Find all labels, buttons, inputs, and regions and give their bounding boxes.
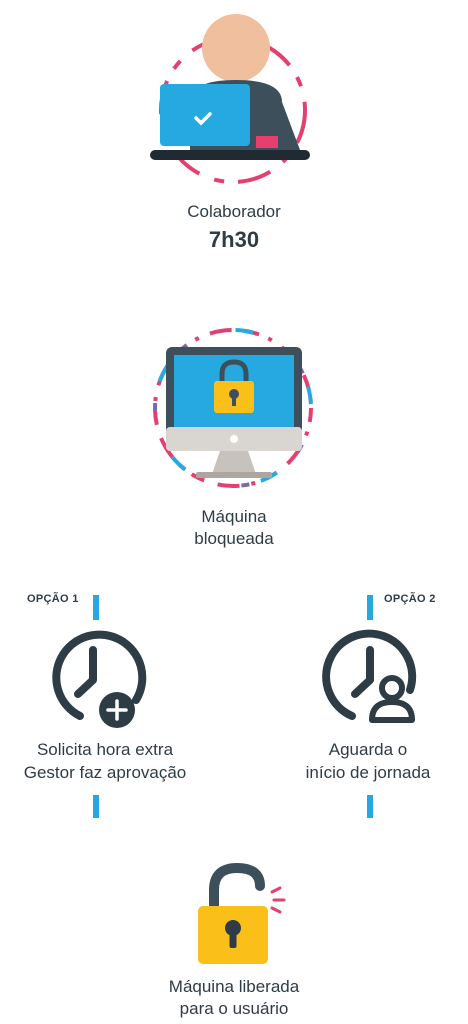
worker-time: 7h30 <box>208 227 260 252</box>
connector-branch-split <box>93 556 373 620</box>
option1-line2: Gestor faz aprovação <box>23 763 187 782</box>
released-line1: Máquina liberada <box>168 977 300 996</box>
monitor-lock-icon <box>153 328 313 488</box>
option1-tag: OPÇÃO 1 <box>27 593 79 605</box>
clock-user-icon <box>322 629 417 723</box>
option2-tag: OPÇÃO 2 <box>384 593 436 605</box>
locked-line2: bloqueada <box>194 529 274 548</box>
worker-laptop-icon <box>150 14 310 184</box>
clock-plus-icon <box>52 630 147 728</box>
locked-line1: Máquina <box>201 507 267 526</box>
option1-line1: Solicita hora extra <box>36 740 174 759</box>
padlock-open-icon <box>198 862 286 964</box>
option2-line2: início de jornada <box>305 763 431 782</box>
released-line2: para o usuário <box>179 999 289 1018</box>
option2-line1: Aguarda o <box>328 740 408 759</box>
connector-branch-merge <box>93 795 373 856</box>
worker-title: Colaborador <box>187 202 281 221</box>
